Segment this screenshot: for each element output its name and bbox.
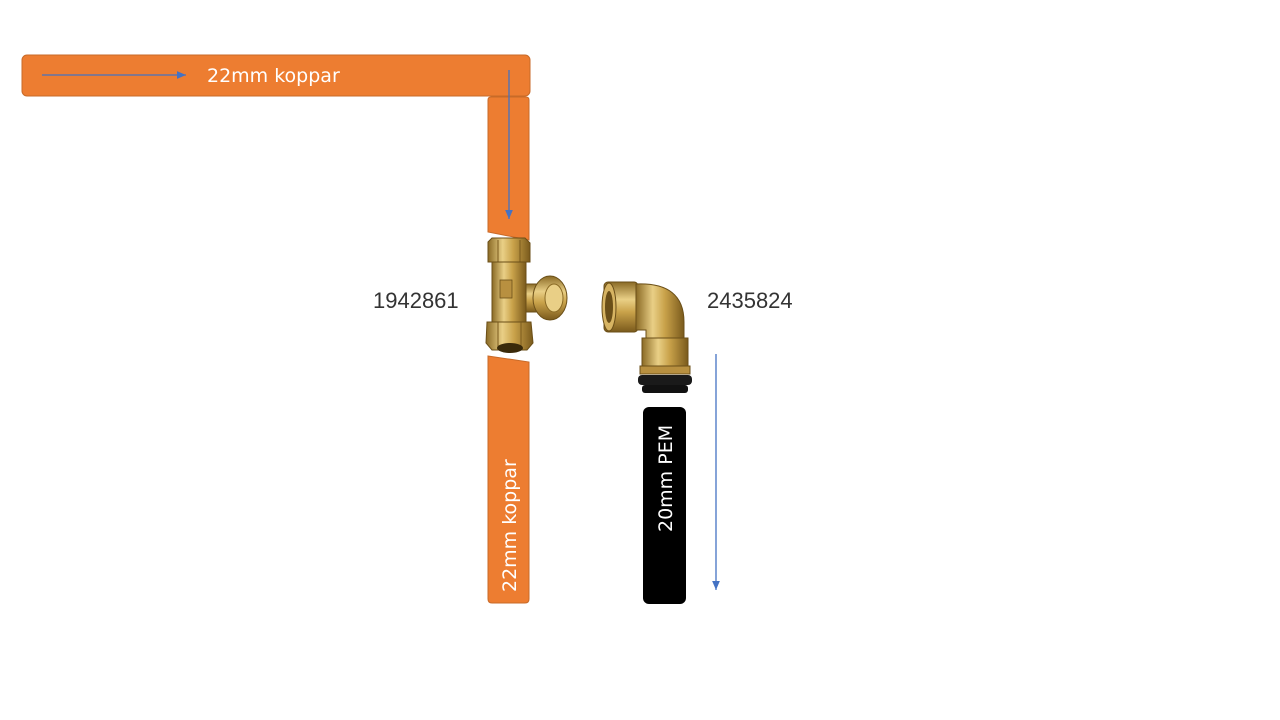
horizontal-pipe-label: 22mm koppar [207, 65, 340, 87]
brass-elbow-fitting-icon [601, 281, 692, 393]
pem-pipe-label: 20mm PEM [655, 425, 677, 532]
elbow-fitting-code: 2435824 [707, 288, 793, 313]
pem-pipe [643, 407, 686, 604]
brass-tee-fitting-icon [485, 237, 568, 353]
copper-pipe-vertical-lower [487, 355, 530, 604]
tee-fitting-code: 1942861 [373, 288, 459, 313]
copper-pipe-horizontal [21, 54, 531, 97]
vertical-pipe-label: 22mm koppar [499, 459, 521, 592]
